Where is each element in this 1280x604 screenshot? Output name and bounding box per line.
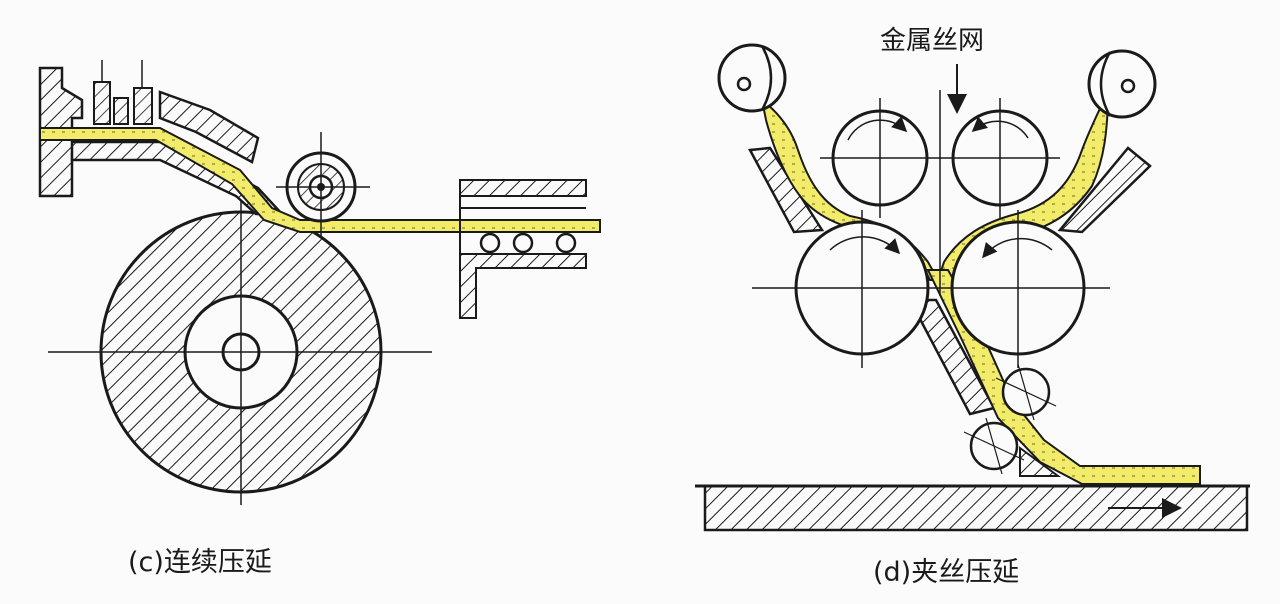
left-feeder-spool	[717, 43, 787, 113]
small-upper-roller	[276, 132, 370, 236]
roller-conveyor	[459, 179, 587, 319]
wire-calendering-panel	[695, 43, 1250, 532]
output-conveyor	[695, 484, 1250, 532]
large-lower-roller	[48, 190, 432, 505]
wire-calendering-caption: (d)夹丝压延	[873, 557, 1020, 588]
continuous-calendering-panel	[38, 60, 601, 505]
glass-ribbon-left	[39, 127, 601, 233]
continuous-calendering-caption: (c)连续压延	[128, 547, 272, 578]
pinch-roller-upper	[995, 363, 1057, 421]
wire-mesh-label: 金属丝网	[880, 26, 985, 56]
upper-left-roller	[820, 98, 940, 218]
left-guide-plate	[748, 146, 825, 234]
pinch-roller-lower	[963, 417, 1025, 475]
lower-right-roller	[940, 210, 1110, 368]
right-feeder-spool	[1087, 49, 1157, 119]
right-guide-plate	[1057, 146, 1152, 234]
upper-right-roller	[940, 98, 1060, 218]
lower-left-roller	[752, 210, 940, 368]
